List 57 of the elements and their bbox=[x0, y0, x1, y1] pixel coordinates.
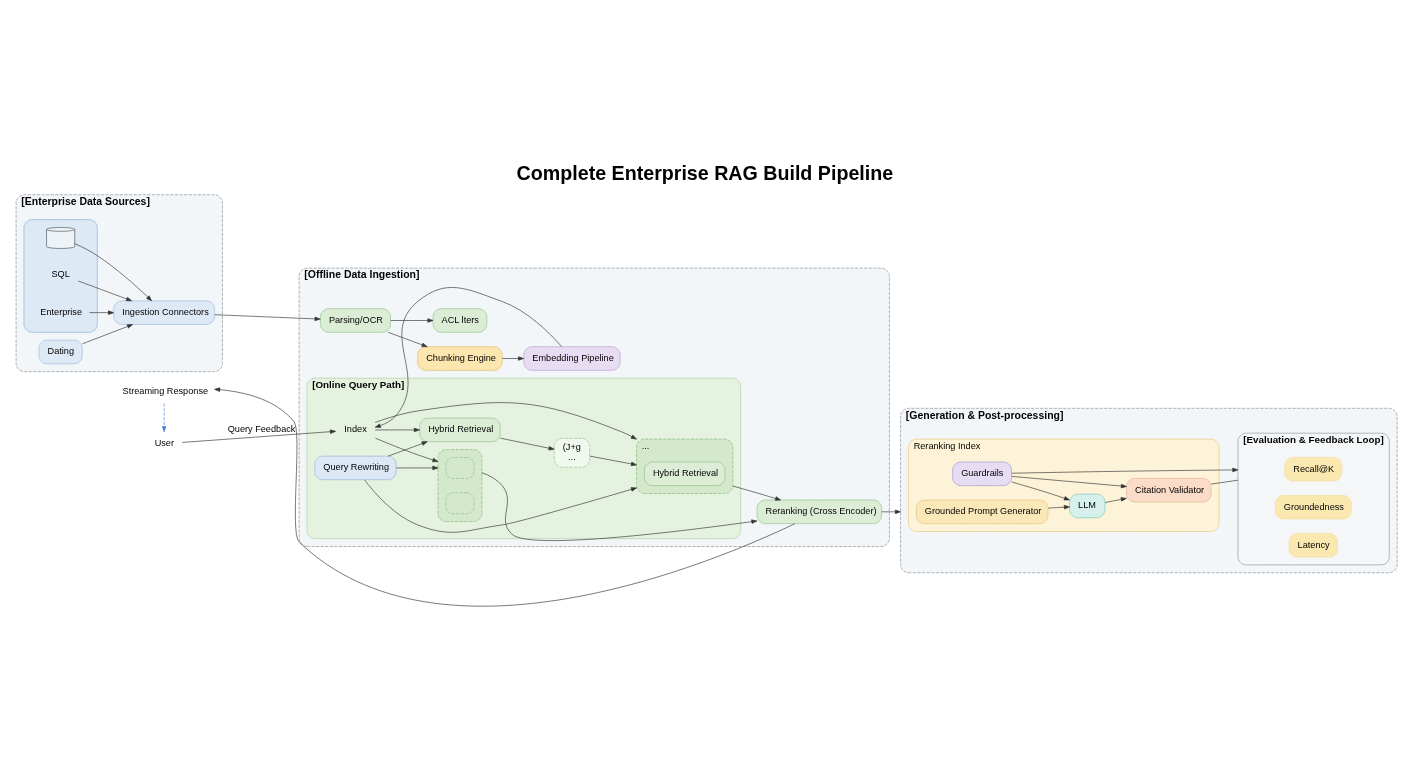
arrow bbox=[82, 323, 133, 344]
node-text: Streaming Response bbox=[122, 385, 209, 396]
node-box: Query Rewriting bbox=[314, 455, 397, 480]
node-box: Embedding Pipeline bbox=[523, 345, 621, 371]
arrow bbox=[481, 471, 758, 541]
node-box: Guardrails bbox=[952, 461, 1012, 486]
arrow bbox=[502, 355, 524, 361]
node-box bbox=[445, 492, 475, 514]
connector bbox=[1210, 479, 1239, 484]
arrow bbox=[375, 437, 439, 462]
arrow bbox=[364, 479, 637, 533]
arrow bbox=[589, 455, 637, 466]
arrow bbox=[374, 427, 420, 432]
arrow bbox=[881, 509, 901, 514]
node-text: SQL bbox=[51, 268, 70, 279]
node-box bbox=[445, 456, 475, 479]
node-box: Reranking (Cross Encoder) bbox=[756, 499, 882, 524]
node-box: (J+g ... bbox=[553, 437, 590, 468]
arrow bbox=[732, 485, 781, 501]
arrow bbox=[181, 429, 336, 443]
node-box: Hybrid Retrieval bbox=[644, 461, 726, 486]
node-text: Enterprise bbox=[40, 306, 83, 317]
edge-label: Query Feedback bbox=[227, 423, 296, 434]
arrow bbox=[1047, 504, 1070, 509]
arrow bbox=[74, 242, 152, 301]
arrow bbox=[387, 440, 428, 456]
arrow bbox=[1104, 496, 1127, 503]
cluster bbox=[437, 448, 483, 522]
arrow bbox=[395, 465, 439, 470]
node-box: LLM bbox=[1069, 493, 1106, 518]
arrow bbox=[374, 401, 637, 439]
arrow bbox=[1011, 475, 1127, 488]
node-box: Hybrid Retrieval bbox=[419, 417, 501, 442]
arrow bbox=[1011, 481, 1070, 500]
arrow bbox=[1011, 467, 1239, 474]
node-box: ACL lters bbox=[432, 307, 488, 333]
node-box: Parsing/OCR bbox=[320, 307, 391, 333]
arrow bbox=[214, 313, 321, 321]
node-text: User bbox=[154, 437, 174, 448]
arrow bbox=[390, 317, 434, 323]
node-box: Recall@K bbox=[1284, 456, 1343, 481]
node-box: Ingestion Connectors bbox=[113, 300, 215, 325]
node-box: Citation Validator bbox=[1126, 477, 1212, 502]
diagram-title: Complete Enterprise RAG Build Pipeline bbox=[516, 161, 894, 184]
node-text: Index bbox=[344, 423, 367, 434]
arrow bbox=[387, 331, 428, 347]
arrow bbox=[374, 286, 562, 428]
arrow bbox=[89, 310, 114, 315]
arrow bbox=[162, 402, 167, 432]
node-box: Dating bbox=[38, 339, 83, 364]
node-box: Latency bbox=[1288, 532, 1338, 557]
node-box: Chunking Engine bbox=[417, 345, 503, 371]
arrow bbox=[214, 387, 796, 606]
node-box: Groundedness bbox=[1274, 494, 1352, 519]
node-box: Grounded Prompt Generator bbox=[915, 499, 1049, 524]
arrow bbox=[499, 437, 555, 450]
arrow bbox=[78, 280, 132, 301]
